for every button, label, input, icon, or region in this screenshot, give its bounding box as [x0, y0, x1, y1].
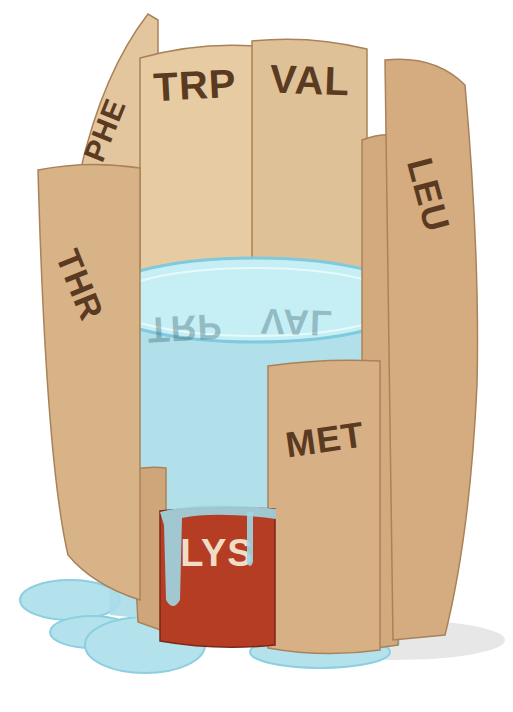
water-puddle: [20, 580, 120, 620]
stave-shape: [160, 507, 275, 647]
water-drip: [247, 512, 253, 566]
barrel-stave: LEU: [385, 55, 480, 640]
barrel-stave: MET: [268, 358, 380, 656]
amino-acid-label: VAL: [269, 59, 350, 102]
stave-shape: [140, 45, 255, 305]
stave-outline: [268, 358, 380, 656]
stave-shape: [385, 59, 478, 640]
stave-outline: [385, 55, 480, 640]
water-reflection: TRP: [147, 308, 224, 348]
stave-outline: [38, 160, 140, 600]
amino-acid-label: LYS: [180, 534, 253, 572]
stave-shape: [252, 39, 367, 305]
barrel-stave: THR: [38, 160, 140, 600]
stave-shape: [38, 164, 140, 600]
stave-shape: [268, 360, 380, 653]
amino-acid-label: TRP: [153, 63, 238, 107]
water-reflection: VAL: [260, 303, 334, 342]
